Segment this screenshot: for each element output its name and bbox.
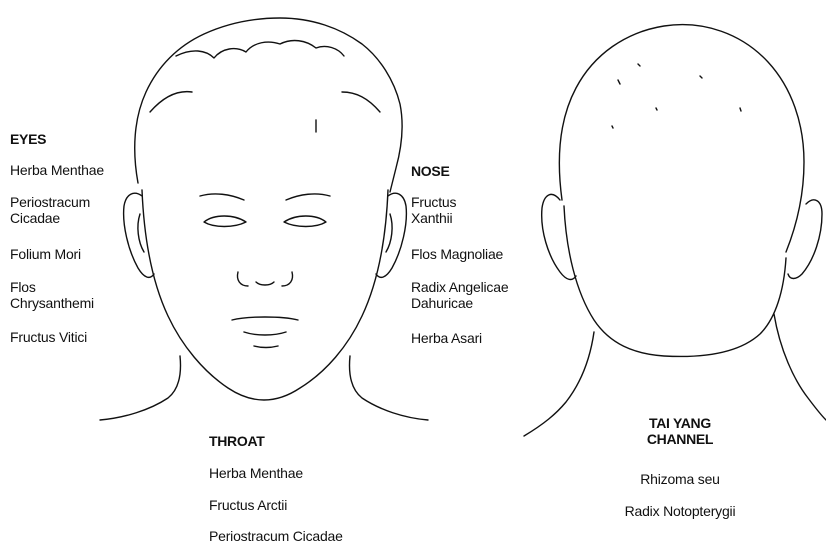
throat-item: Periostracum Cicadae — [209, 528, 343, 544]
eyes-item: Flos Chrysanthemi — [10, 279, 94, 311]
eyes-heading: EYES — [10, 131, 46, 147]
nose-heading: NOSE — [411, 163, 449, 179]
throat-heading: THROAT — [209, 433, 265, 449]
nose-item: Fructus Xanthii — [411, 194, 456, 226]
nose-item: Herba Asari — [411, 330, 482, 346]
tai-yang-item: Rhizoma seu — [600, 471, 760, 487]
front-head-figure — [100, 18, 428, 420]
throat-item: Herba Menthae — [209, 465, 303, 481]
tai-yang-heading: TAI YANG CHANNEL — [600, 415, 760, 447]
tai-yang-item: Radix Notopterygii — [590, 503, 770, 519]
nose-item: Radix Angelicae Dahuricae — [411, 279, 508, 311]
eyes-item: Fructus Vitici — [10, 329, 87, 345]
back-head-figure — [524, 25, 826, 436]
throat-item: Fructus Arctii — [209, 497, 287, 513]
nose-item: Flos Magnoliae — [411, 246, 503, 262]
eyes-item: Herba Menthae — [10, 162, 104, 178]
eyes-item: Periostracum Cicadae — [10, 194, 90, 226]
eyes-item: Folium Mori — [10, 246, 81, 262]
